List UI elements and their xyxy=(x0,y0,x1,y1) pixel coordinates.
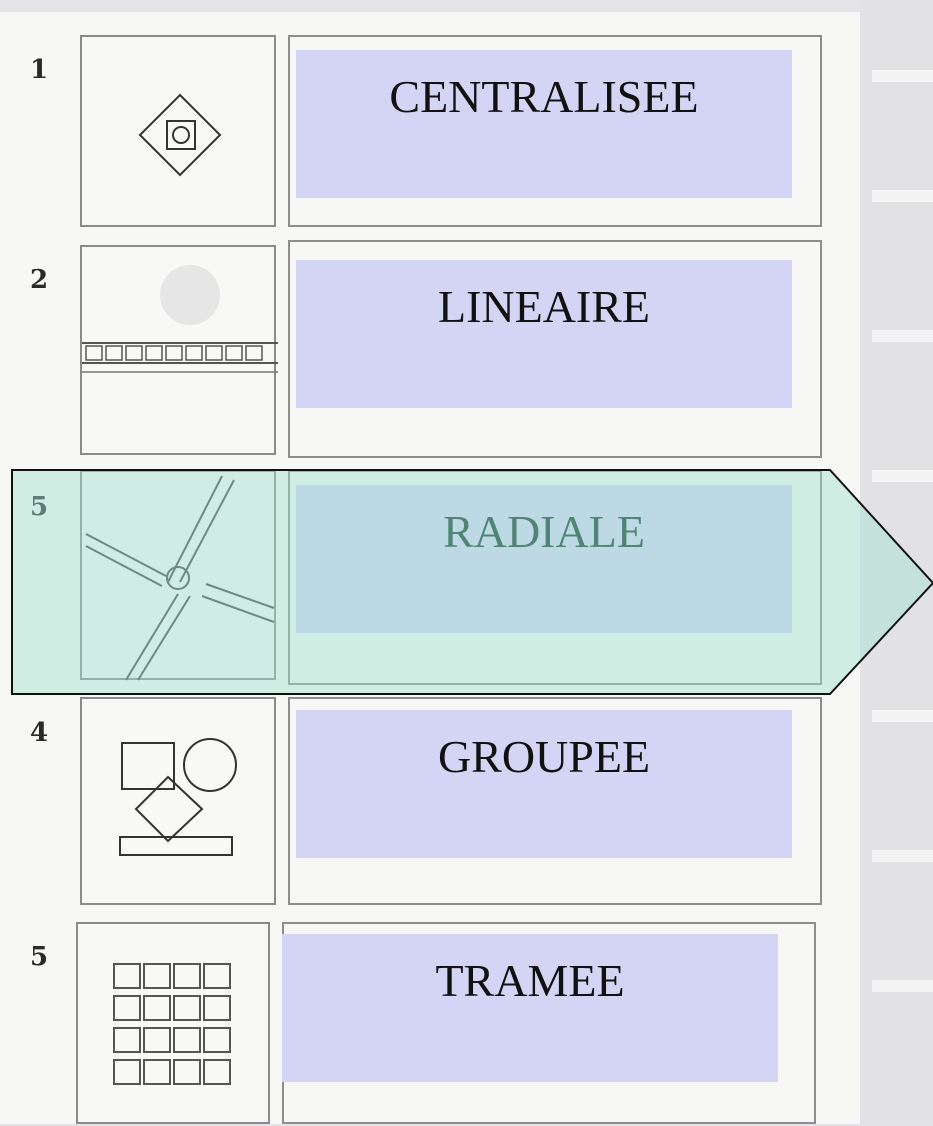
right-margin-band xyxy=(860,0,933,1124)
organization-label-text: CENTRALISEE xyxy=(389,71,699,122)
row-frame xyxy=(288,35,822,227)
band-notch xyxy=(872,190,933,202)
organization-label-text: GROUPEE xyxy=(437,731,651,782)
band-notch xyxy=(872,470,933,482)
organization-label-text: LINEAIRE xyxy=(437,281,651,332)
row-number: 5 xyxy=(30,492,49,522)
linear-strip-icon xyxy=(80,245,278,455)
grid-icon xyxy=(76,922,270,1124)
band-notch xyxy=(872,980,933,992)
centralized-diamond-icon xyxy=(80,35,276,227)
radial-arms-icon xyxy=(80,470,276,681)
band-notch xyxy=(872,710,933,722)
row-number: 1 xyxy=(30,55,49,85)
organization-label-text: RADIALE xyxy=(443,506,645,557)
row-number: 2 xyxy=(30,265,49,295)
organization-label: LINEAIRE xyxy=(296,260,792,408)
band-notch xyxy=(872,330,933,342)
organization-label: CENTRALISEE xyxy=(296,50,792,198)
band-notch xyxy=(872,70,933,82)
organization-label: GROUPEE xyxy=(296,710,792,858)
row-frame xyxy=(288,697,822,905)
row-number: 4 xyxy=(30,718,49,748)
row-number: 5 xyxy=(30,942,49,972)
grouped-shapes-icon xyxy=(80,697,276,905)
organization-label: RADIALE xyxy=(296,485,792,633)
band-notch xyxy=(872,850,933,862)
organization-label-text: TRAMEE xyxy=(435,955,625,1006)
row-frame xyxy=(288,240,822,458)
organization-label: TRAMEE xyxy=(282,934,778,1082)
